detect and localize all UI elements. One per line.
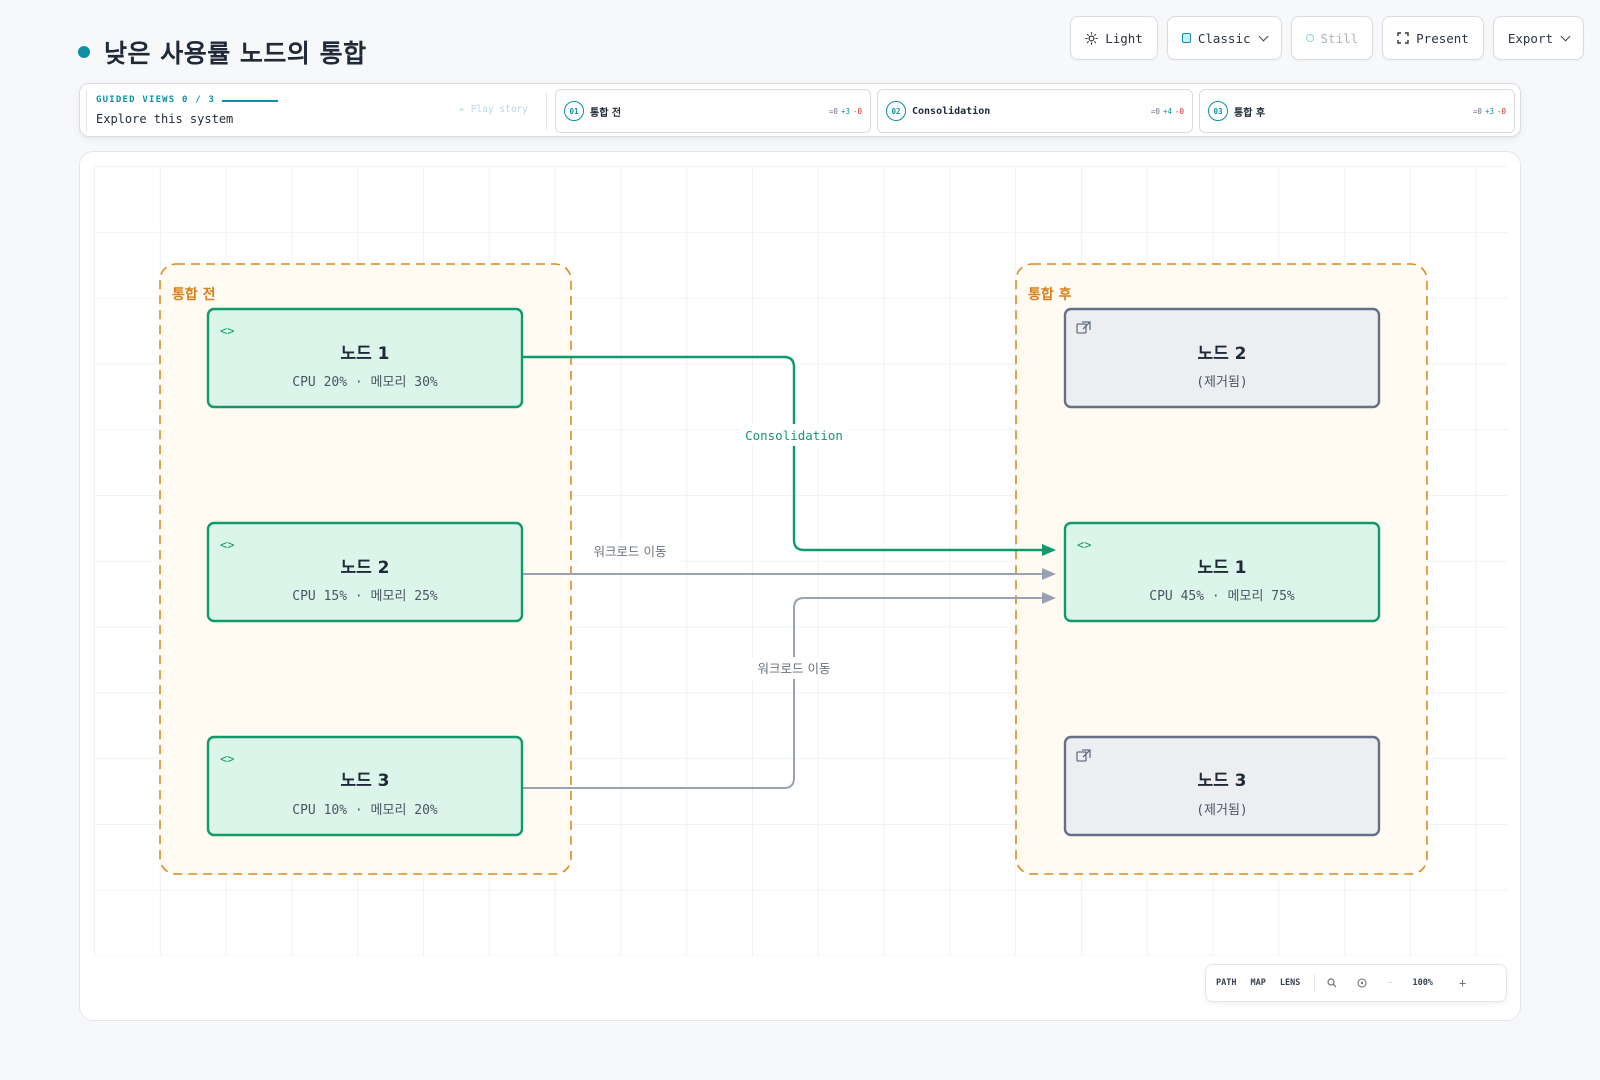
step-stats: =0 +3 -0 [1473, 107, 1506, 116]
guided-progress-line [222, 100, 278, 102]
code-icon: <> [220, 752, 234, 766]
code-icon: <> [220, 538, 234, 552]
play-story-button[interactable]: ▸ Play story [459, 104, 528, 115]
step-number: 03 [1208, 101, 1228, 121]
group-after-label: 통합 후 [1028, 286, 1072, 303]
style-swatch-icon [1181, 33, 1191, 43]
edge-workload-move-2[interactable]: 워크로드 이동 [522, 592, 1056, 789]
light-theme-button[interactable]: Light [1070, 16, 1158, 60]
classic-style-dropdown[interactable]: Classic [1166, 16, 1282, 60]
group-before-label: 통합 전 [172, 286, 216, 303]
toolbar: Light Classic Still Present Export [1070, 16, 1584, 60]
present-label: Present [1416, 30, 1469, 46]
edge-consolidation[interactable]: Consolidation [522, 355, 1056, 556]
node-title: 노드 1 [1197, 558, 1246, 578]
still-toggle-button[interactable]: Still [1290, 16, 1374, 60]
page-title: 낮은 사용률 노드의 통합 [104, 39, 367, 68]
node-metrics: CPU 10% · 메모리 20% [292, 803, 438, 818]
node-title: 노드 2 [340, 558, 389, 578]
chevron-down-icon [1560, 31, 1571, 41]
guided-story-bar: GUIDED VIEWS 0 / 3 Explore this system ▸… [79, 83, 1521, 137]
story-intro: GUIDED VIEWS 0 / 3 Explore this system ▸… [86, 90, 534, 132]
node-metrics: CPU 45% · 메모리 75% [1149, 589, 1295, 604]
story-step-2[interactable]: 02 Consolidation =0 +4 -0 [877, 89, 1193, 133]
node-metrics: CPU 20% · 메모리 30% [292, 375, 438, 390]
still-label: Still [1320, 30, 1359, 46]
present-button[interactable]: Present [1382, 16, 1484, 60]
view-controls: PATH MAP LENS − 100% + [1205, 964, 1507, 1002]
stat-unchanged: =0 [828, 106, 838, 116]
stat-removed: -0 [1174, 106, 1184, 116]
external-link-icon [1076, 749, 1091, 762]
guided-views-counter: GUIDED VIEWS 0 / 3 [96, 95, 216, 105]
lens-mode-button[interactable]: LENS [1279, 978, 1301, 988]
classic-label: Classic [1197, 30, 1251, 46]
light-label: Light [1105, 30, 1143, 46]
step-number: 02 [886, 101, 906, 121]
explore-text: Explore this system [96, 112, 234, 126]
story-step-3[interactable]: 03 통합 후 =0 +3 -0 [1199, 89, 1515, 133]
external-link-icon [1076, 321, 1091, 334]
step-stats: =0 +3 -0 [829, 107, 862, 116]
node-before-3[interactable]: <> 노드 3 CPU 10% · 메모리 20% [206, 735, 524, 837]
zoom-level: 100% [1412, 978, 1433, 988]
node-title: 노드 1 [340, 344, 389, 364]
diagram-svg: 통합 전 통합 후 Consolidation 워크로드 이동 워크로드 이동 … [159, 263, 1428, 875]
node-after-2-removed[interactable]: 노드 2 (제거됨) [1063, 307, 1381, 409]
sun-icon [1085, 31, 1099, 45]
node-after-3-removed[interactable]: 노드 3 (제거됨) [1063, 735, 1381, 837]
zoom-in-button[interactable]: + [1458, 976, 1467, 990]
fullscreen-icon [1397, 32, 1409, 44]
stat-added: +4 [1162, 106, 1172, 116]
node-metrics: CPU 15% · 메모리 25% [292, 589, 438, 604]
export-label: Export [1507, 30, 1553, 46]
node-title: 노드 3 [340, 771, 389, 791]
edge-move-2-label: 워크로드 이동 [758, 661, 831, 676]
edge-consolidation-label: Consolidation [745, 428, 843, 443]
edge-move-1-label: 워크로드 이동 [594, 544, 667, 559]
map-mode-button[interactable]: MAP [1250, 978, 1266, 988]
step-stats: =0 +4 -0 [1151, 107, 1184, 116]
help-icon[interactable] [1357, 978, 1367, 988]
code-icon: <> [220, 324, 234, 338]
path-mode-button[interactable]: PATH [1216, 978, 1237, 988]
zoom-out-button[interactable]: − [1387, 978, 1393, 988]
title-dot-icon [78, 46, 90, 58]
step-label: 통합 후 [1234, 107, 1266, 119]
stat-unchanged: =0 [1150, 106, 1160, 116]
node-after-1[interactable]: <> 노드 1 CPU 45% · 메모리 75% [1063, 521, 1381, 623]
stat-added: +3 [1484, 106, 1494, 116]
node-before-1[interactable]: <> 노드 1 CPU 20% · 메모리 30% [206, 307, 524, 409]
node-status: (제거됨) [1196, 803, 1248, 818]
chevron-down-icon [1258, 31, 1268, 41]
code-icon: <> [1077, 538, 1091, 552]
step-label: 통합 전 [590, 107, 622, 119]
search-icon[interactable] [1327, 978, 1337, 988]
step-label: Consolidation [912, 105, 991, 117]
stat-unchanged: =0 [1472, 106, 1482, 116]
export-dropdown[interactable]: Export [1492, 16, 1584, 60]
step-number: 01 [564, 101, 584, 121]
node-title: 노드 3 [1197, 771, 1246, 791]
divider [1314, 974, 1316, 992]
node-title: 노드 2 [1197, 344, 1246, 364]
stat-removed: -0 [852, 106, 862, 116]
stat-removed: -0 [1496, 106, 1506, 116]
story-divider [546, 92, 547, 130]
stat-added: +3 [840, 106, 850, 116]
story-step-1[interactable]: 01 통합 전 =0 +3 -0 [555, 89, 871, 133]
node-before-2[interactable]: <> 노드 2 CPU 15% · 메모리 25% [206, 521, 524, 623]
node-status: (제거됨) [1196, 375, 1248, 390]
diagram-canvas[interactable]: 통합 전 통합 후 Consolidation 워크로드 이동 워크로드 이동 … [79, 151, 1521, 1021]
title-area: 낮은 사용률 노드의 통합 [78, 34, 367, 70]
circle-icon [1305, 34, 1314, 42]
edge-workload-move-1[interactable]: 워크로드 이동 [522, 540, 1056, 580]
